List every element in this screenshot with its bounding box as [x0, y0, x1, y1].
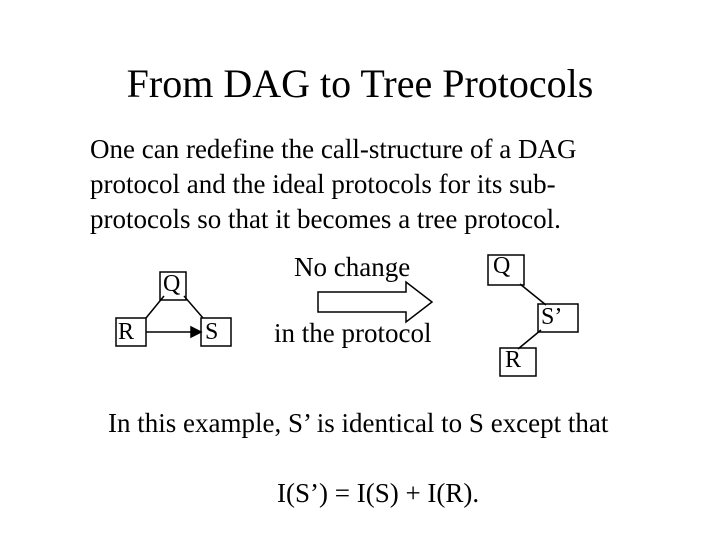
dag-node-r-box [115, 317, 147, 347]
tree-edge-s-prime-r [517, 329, 542, 350]
tree-node-s-prime: S’ [541, 304, 563, 330]
tree-node-q-box [487, 254, 525, 286]
dag-node-s-box [200, 317, 232, 347]
dag-edge-q-s [183, 295, 204, 319]
tree-node-s-prime-box [537, 303, 579, 333]
transform-arrow-icon [317, 280, 434, 324]
tree-node-q: Q [493, 253, 511, 279]
dag-node-s: S [205, 319, 219, 345]
dag-node-q: Q [163, 271, 181, 297]
dag-node-r: R [118, 319, 135, 345]
body-paragraph: One can redefine the call-structure of a… [90, 134, 577, 234]
dag-edge-q-r [145, 295, 165, 319]
tree-edge-q-s-prime [519, 283, 547, 306]
transform-label-bottom: in the protocol [274, 318, 432, 348]
footer-line-1: In this example, S’ is identical to S ex… [108, 408, 609, 438]
dag-arrowhead [190, 325, 203, 339]
transform-label-top: No change [294, 252, 411, 282]
tree-node-r: R [505, 347, 522, 373]
slide-title: From DAG to Tree Protocols [126, 61, 594, 106]
tree-node-r-box [499, 347, 537, 377]
dag-node-q-box [159, 271, 187, 301]
footer-line-2: I(S’) = I(S) + I(R). [277, 478, 480, 508]
